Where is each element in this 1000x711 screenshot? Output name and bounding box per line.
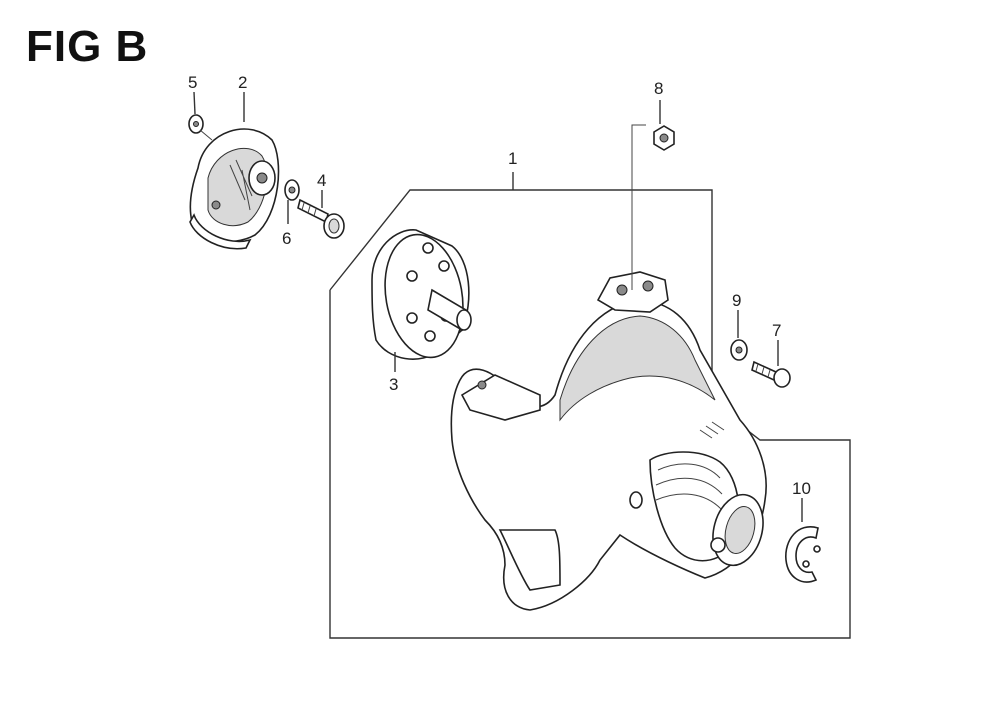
callout-6: 6 (282, 229, 291, 248)
part-1-clutch-housing (450, 271, 767, 611)
callout-2: 2 (238, 73, 247, 92)
figure-title: FIG B (26, 22, 149, 71)
part-4-bolt (297, 198, 345, 239)
callout-1: 1 (508, 149, 517, 168)
callout-5: 5 (188, 73, 197, 92)
callout-3: 3 (389, 375, 398, 394)
part-2-clutch-assembly (189, 128, 280, 250)
callout-7: 7 (772, 321, 781, 340)
part-10-snap-ring (785, 526, 821, 583)
callout-4: 4 (317, 171, 326, 190)
part-8-nut (653, 125, 675, 151)
part-7-screw (751, 360, 791, 388)
callout-8: 8 (654, 79, 663, 98)
part-6-washer (284, 179, 300, 201)
leader-5 (193, 91, 196, 115)
assembly-boundary-1 (329, 189, 851, 639)
callout-9: 9 (732, 291, 741, 310)
callout-10: 10 (792, 479, 811, 498)
part-9-washer (730, 339, 748, 361)
leader-5b (199, 129, 213, 141)
leader-8b (631, 124, 646, 290)
part-5-washer (188, 114, 204, 134)
part-3-clutch-drum (371, 229, 472, 360)
